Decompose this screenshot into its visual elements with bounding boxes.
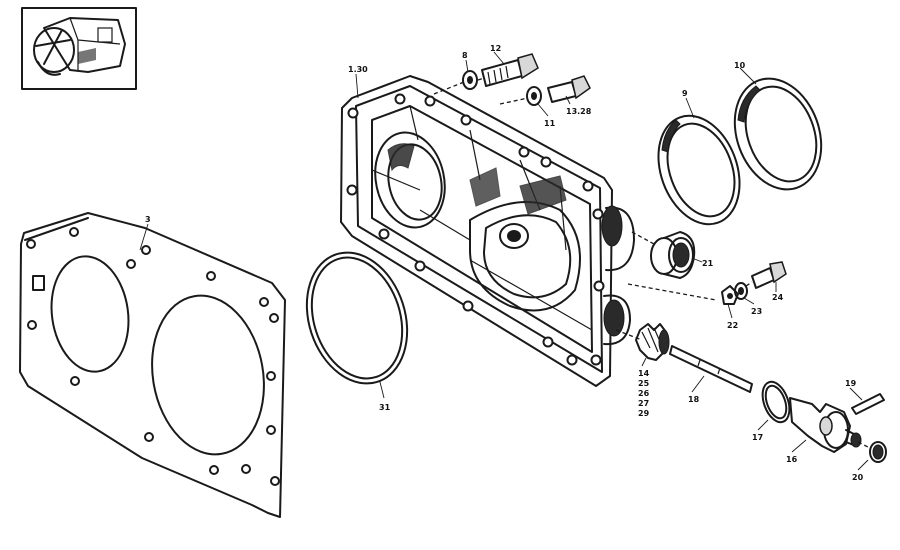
label-part-8: 8 bbox=[462, 51, 468, 60]
housing-bolt-holes bbox=[346, 93, 605, 366]
label-part-1-30: 1.30 bbox=[348, 65, 368, 74]
gear-14 bbox=[635, 323, 670, 361]
seal-ring-10 bbox=[733, 77, 823, 191]
inset-thumbnail bbox=[21, 7, 137, 90]
transmission-cover-housing bbox=[340, 75, 635, 387]
shaft-18 bbox=[669, 345, 753, 393]
label-part-13-28: 13.28 bbox=[566, 107, 592, 116]
o-ring-17 bbox=[761, 380, 791, 424]
washer-23 bbox=[734, 282, 748, 300]
leader-lines bbox=[139, 51, 869, 471]
label-part-10: 10 bbox=[734, 61, 746, 70]
label-part-24: 24 bbox=[772, 293, 784, 302]
washer-20 bbox=[869, 441, 887, 463]
label-part-3: 3 bbox=[145, 215, 151, 224]
bearing-21 bbox=[650, 231, 696, 279]
label-part-31: 31 bbox=[379, 403, 391, 412]
label-part-21: 21 bbox=[702, 259, 714, 268]
label-part-27: 27 bbox=[638, 399, 649, 408]
gasket-bolt-holes bbox=[26, 227, 280, 486]
bolt-13 bbox=[547, 75, 591, 103]
label-part-20: 20 bbox=[852, 473, 864, 482]
washer-8 bbox=[462, 70, 478, 90]
label-part-17: 17 bbox=[752, 433, 763, 442]
bolt-12 bbox=[481, 53, 539, 87]
label-part-11: 11 bbox=[544, 119, 556, 128]
label-part-23: 23 bbox=[751, 307, 762, 316]
label-part-19: 19 bbox=[845, 379, 857, 388]
washer-11 bbox=[526, 86, 542, 106]
seal-ring-9 bbox=[657, 114, 741, 226]
label-part-18: 18 bbox=[688, 395, 700, 404]
label-part-12: 12 bbox=[490, 44, 501, 53]
part-labels: 3 9 10 11 12 13.28 1.30 8 31 21 22 23 24… bbox=[145, 44, 864, 482]
pin-19 bbox=[851, 393, 885, 415]
label-part-16: 16 bbox=[786, 455, 798, 464]
label-part-29: 29 bbox=[638, 409, 650, 418]
label-part-9: 9 bbox=[682, 89, 688, 98]
label-part-14: 14 bbox=[638, 369, 650, 378]
bolt-24 bbox=[751, 261, 787, 289]
label-part-26: 26 bbox=[638, 389, 650, 398]
gasket-plate bbox=[19, 212, 286, 518]
lock-plate-22 bbox=[721, 285, 739, 305]
label-part-25: 25 bbox=[638, 379, 650, 388]
sleeve-16 bbox=[789, 397, 862, 453]
o-ring-31 bbox=[305, 251, 409, 385]
label-part-22: 22 bbox=[727, 321, 738, 330]
